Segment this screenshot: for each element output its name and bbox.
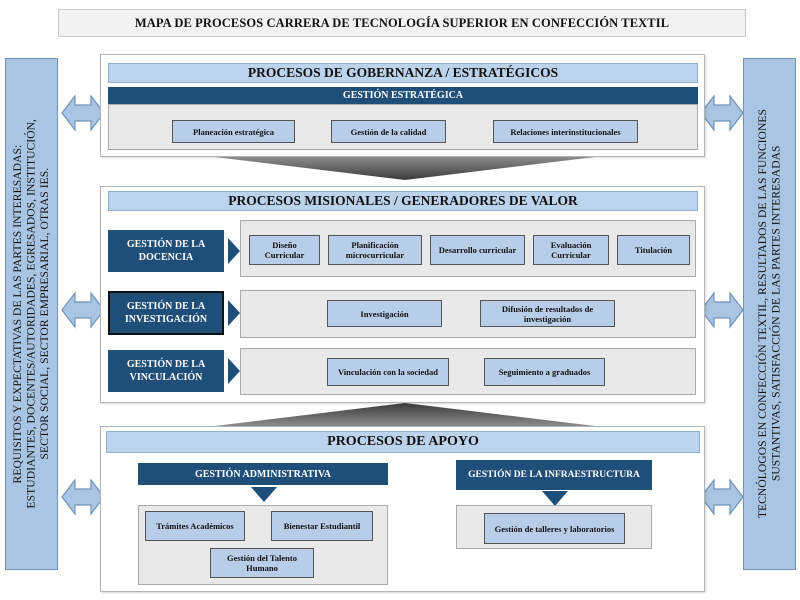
- double-arrow-icon: [61, 291, 105, 329]
- human-talent-box: Gestión del Talento Humano: [210, 548, 314, 578]
- research-dissemination-box: Difusión de resultados de investigación: [480, 300, 615, 327]
- outreach-items-panel: Vinculación con la sociedad Seguimiento …: [240, 348, 696, 395]
- microcurricular-planning-box: Planificación microcurricular: [328, 235, 422, 265]
- graduate-followup-box: Seguimiento a graduados: [484, 358, 605, 386]
- strategic-header: PROCESOS DE GOBERNANZA / ESTRATÉGICOS: [108, 63, 698, 83]
- strategic-planning-box: Planeación estratégica: [172, 120, 295, 143]
- stakeholder-line-2: ESTUDIANTES, DOCENTES/AUTORIDADES, EGRES…: [24, 119, 38, 509]
- triangle-down-icon: [542, 491, 568, 506]
- infrastructure-management-band: GESTIÓN DE LA INFRAESTRUCTURA: [456, 460, 652, 490]
- quality-management-box: Gestión de la calidad: [331, 120, 446, 143]
- strategic-processes-section: PROCESOS DE GOBERNANZA / ESTRATÉGICOS GE…: [100, 54, 705, 157]
- double-arrow-icon: [700, 478, 744, 516]
- page-title: MAPA DE PROCESOS CARRERA DE TECNOLOGÍA S…: [58, 9, 746, 37]
- research-management-label: GESTIÓN DE LA INVESTIGACIÓN: [108, 291, 224, 335]
- double-arrow-icon: [700, 94, 744, 132]
- strategic-items-panel: Planeación estratégica Gestión de la cal…: [108, 104, 698, 150]
- outcomes-line-2: SUSTANTIVAS, SATISFACCIÓN DE LAS PARTES …: [769, 146, 783, 482]
- curricular-evaluation-box: Evaluación Curricular: [533, 235, 609, 265]
- strategic-management-band: GESTIÓN ESTRATÉGICA: [108, 87, 698, 104]
- teaching-items-panel: Diseño Curricular Planificación microcur…: [240, 220, 696, 277]
- double-arrow-icon: [700, 291, 744, 329]
- teaching-management-label: GESTIÓN DE LA DOCENCIA: [108, 230, 224, 272]
- administrative-management-band: GESTIÓN ADMINISTRATIVA: [138, 463, 388, 485]
- double-arrow-icon: [61, 94, 105, 132]
- triangle-down-icon: [251, 487, 277, 502]
- research-items-panel: Investigación Difusión de resultados de …: [240, 290, 696, 338]
- chevron-right-icon: [228, 358, 240, 384]
- infrastructure-items-panel: Gestión de talleres y laboratorios: [456, 505, 652, 549]
- outcomes-panel: TECNÓLOGOS EN CONFECCIÓN TEXTIL, RESULTA…: [743, 58, 796, 570]
- student-welfare-box: Bienestar Estudiantil: [271, 511, 373, 541]
- graduation-box: Titulación: [617, 235, 690, 265]
- chevron-right-icon: [228, 300, 240, 326]
- funnel-triangle-icon: [215, 403, 595, 426]
- academic-procedures-box: Trámites Académicos: [145, 511, 245, 541]
- interinstitutional-relations-box: Relaciones interinstitucionales: [493, 120, 638, 143]
- administrative-items-panel: Trámites Académicos Bienestar Estudianti…: [138, 505, 388, 585]
- support-processes-section: PROCESOS DE APOYO GESTIÓN ADMINISTRATIVA…: [100, 426, 705, 592]
- research-box: Investigación: [327, 300, 442, 327]
- stakeholder-line-3: SECTOR SOCIAL, SECTOR EMPRESARIAL, OTRAS…: [38, 168, 52, 460]
- stakeholder-requirements-panel: REQUISITOS Y EXPECTATIVAS DE LAS PARTES …: [5, 58, 58, 570]
- curricular-design-box: Diseño Curricular: [249, 235, 320, 265]
- community-outreach-box: Vinculación con la sociedad: [327, 358, 449, 386]
- support-header: PROCESOS DE APOYO: [106, 431, 700, 453]
- outreach-management-label: GESTIÓN DE LA VINCULACIÓN: [108, 350, 224, 392]
- stakeholder-line-1: REQUISITOS Y EXPECTATIVAS DE LAS PARTES …: [11, 144, 25, 484]
- double-arrow-icon: [61, 478, 105, 516]
- workshops-labs-box: Gestión de talleres y laboratorios: [484, 513, 625, 544]
- funnel-triangle-icon: [215, 157, 595, 180]
- curricular-development-box: Desarrollo curricular: [430, 235, 525, 265]
- outcomes-line-1: TECNÓLOGOS EN CONFECCIÓN TEXTIL, RESULTA…: [756, 109, 769, 519]
- missional-processes-section: PROCESOS MISIONALES / GENERADORES DE VAL…: [100, 186, 705, 403]
- missional-header: PROCESOS MISIONALES / GENERADORES DE VAL…: [108, 191, 698, 211]
- chevron-right-icon: [228, 238, 240, 264]
